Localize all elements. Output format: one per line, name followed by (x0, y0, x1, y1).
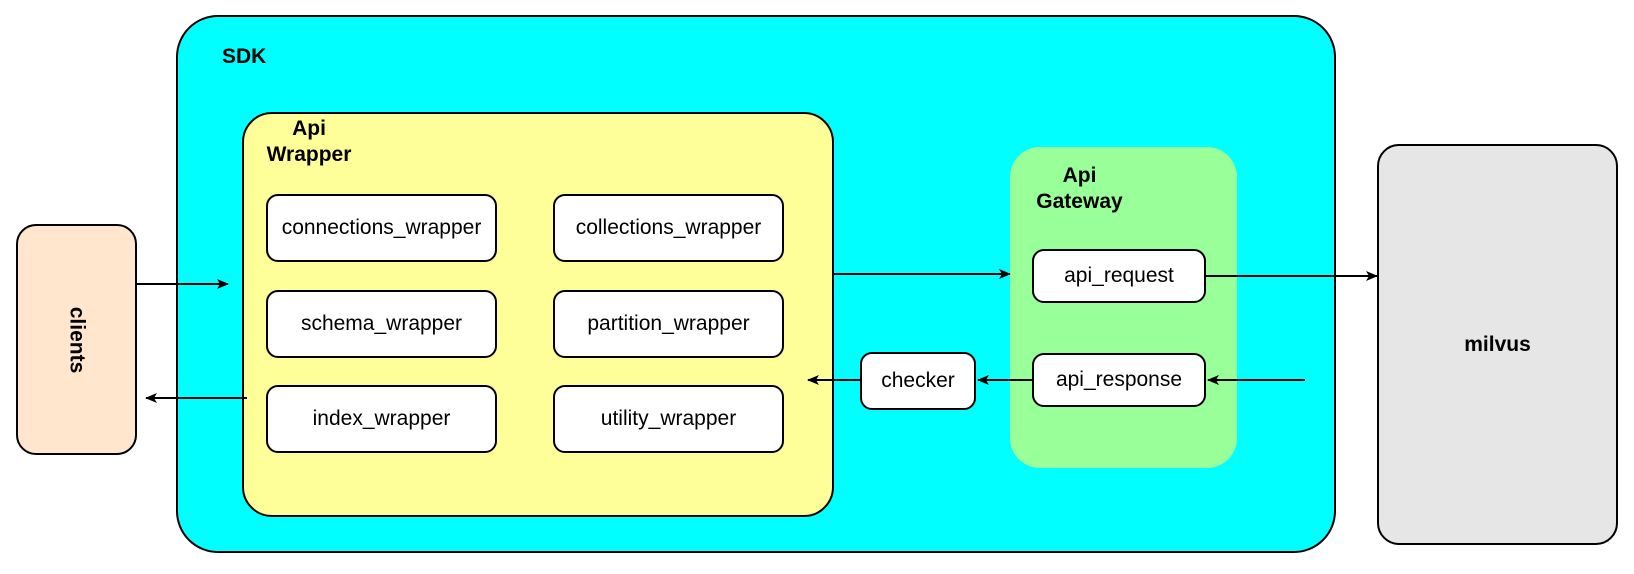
node-clients[interactable]: clients (16, 224, 137, 455)
node-partition-wrapper[interactable]: partition_wrapper (553, 290, 784, 358)
node-index-wrapper[interactable]: index_wrapper (266, 385, 497, 453)
node-checker-label: checker (881, 369, 955, 392)
node-checker[interactable]: checker (860, 352, 976, 410)
group-sdk-label: SDK (222, 45, 267, 68)
node-clients-label: clients (65, 306, 89, 373)
node-api-request-label: api_request (1064, 264, 1174, 287)
node-collections-wrapper-label: collections_wrapper (575, 216, 762, 239)
node-schema-wrapper[interactable]: schema_wrapper (266, 290, 497, 358)
node-utility-wrapper-label: utility_wrapper (600, 407, 737, 430)
node-milvus[interactable]: milvus (1377, 144, 1618, 545)
group-api-gateway-label: Api Gateway (1036, 164, 1123, 213)
node-api-response[interactable]: api_response (1032, 353, 1206, 407)
node-collections-wrapper[interactable]: collections_wrapper (553, 194, 784, 262)
node-api-request[interactable]: api_request (1032, 249, 1206, 303)
node-connections-wrapper[interactable]: connections_wrapper (266, 194, 497, 262)
group-api-gateway[interactable] (1010, 147, 1237, 468)
group-api-wrapper-label: Api Wrapper (266, 117, 352, 166)
node-api-response-label: api_response (1055, 368, 1183, 391)
node-utility-wrapper[interactable]: utility_wrapper (553, 385, 784, 453)
node-connections-wrapper-label: connections_wrapper (281, 216, 482, 239)
node-partition-wrapper-label: partition_wrapper (587, 312, 750, 335)
node-index-wrapper-label: index_wrapper (312, 407, 451, 430)
node-schema-wrapper-label: schema_wrapper (300, 312, 463, 335)
node-milvus-label: milvus (1464, 332, 1531, 356)
